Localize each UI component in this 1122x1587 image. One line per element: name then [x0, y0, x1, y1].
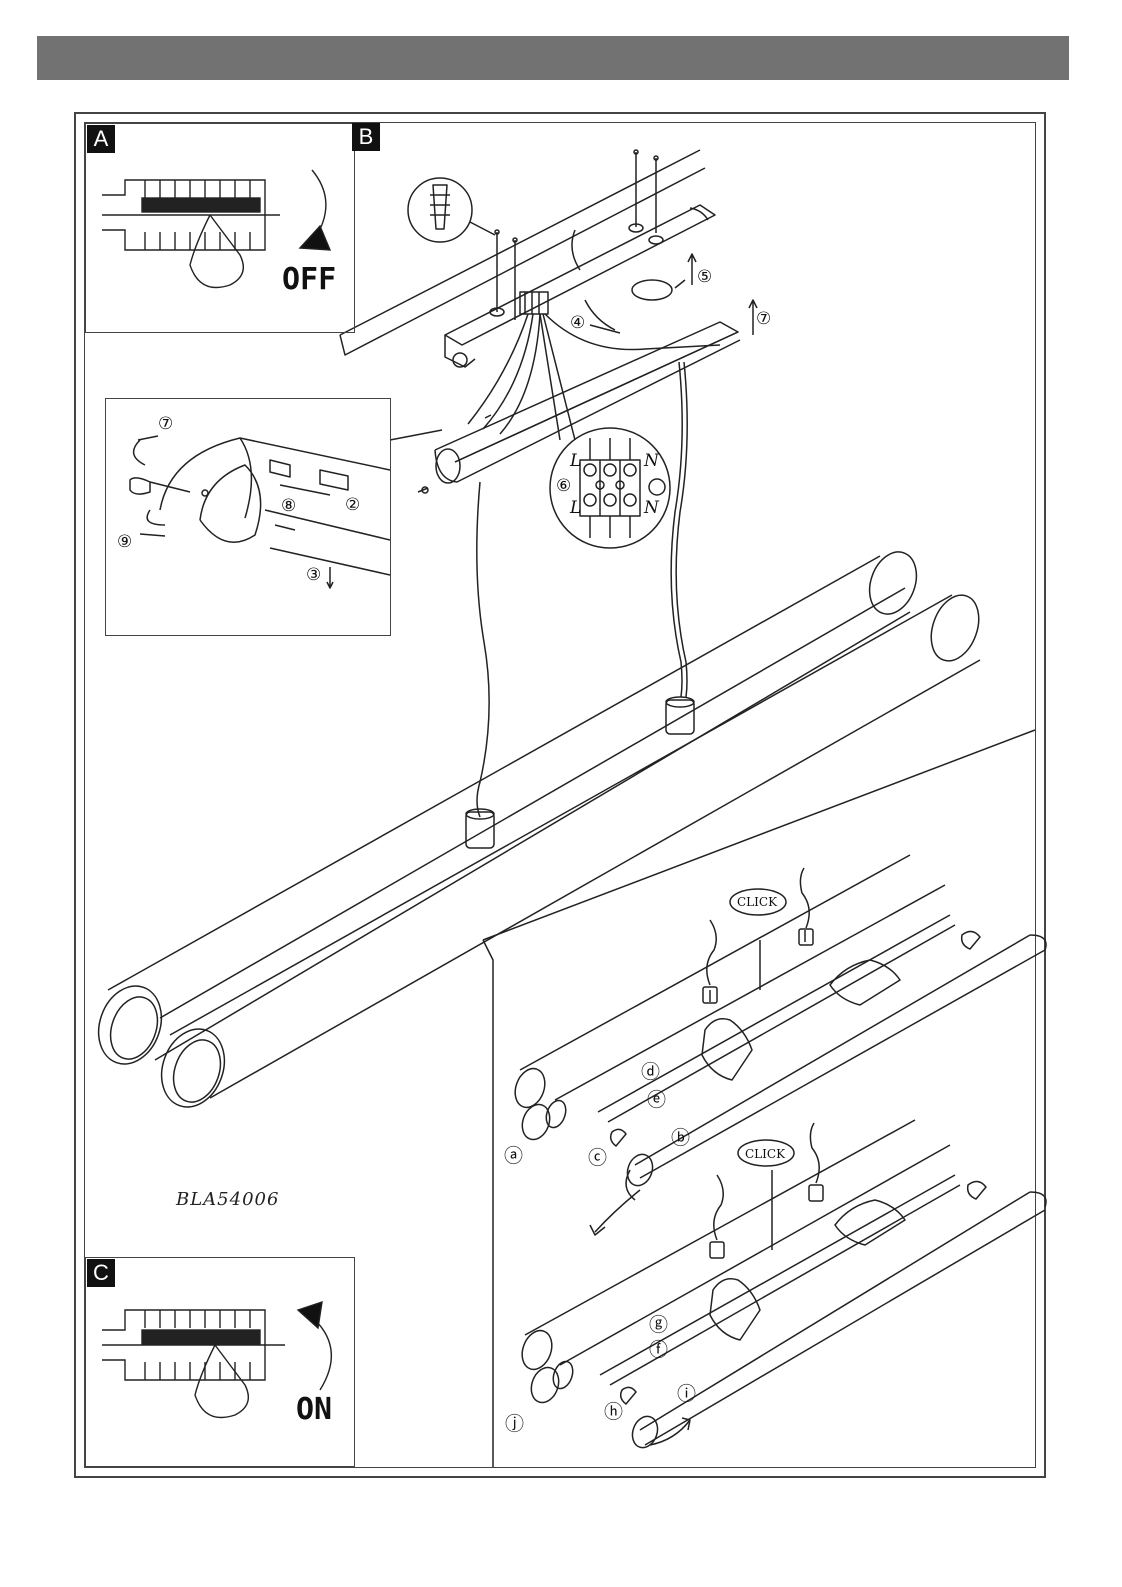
- step-3-label: ③: [306, 565, 321, 585]
- click-label-lower: CLICK: [745, 1147, 785, 1161]
- terminal-l-bottom: L: [570, 498, 581, 518]
- step-8-label: ⑧: [281, 496, 296, 516]
- step-e-label: ⓔ: [647, 1085, 666, 1112]
- step-b-label: ⓑ: [671, 1123, 690, 1150]
- terminal-n-bottom: N: [644, 498, 659, 518]
- panel-a-switch-off: [85, 123, 355, 333]
- ceiling-drawing: [340, 150, 705, 355]
- panel-b-tag: B: [352, 123, 380, 151]
- click-label-upper: CLICK: [737, 895, 777, 909]
- cable-grip-right: [666, 697, 694, 734]
- end-cap-detail-panel: [105, 398, 391, 636]
- step-c-label: ⓒ: [588, 1143, 607, 1170]
- end-cap-screw: [418, 487, 428, 493]
- tube-replacement-upper: [510, 855, 1046, 1235]
- switch-on-label: ON: [296, 1392, 332, 1427]
- step-6-label: ⑥: [556, 476, 571, 496]
- switch-off-label: OFF: [282, 262, 336, 297]
- suspension-cables: [477, 362, 687, 817]
- step-1-label: ⑦: [158, 414, 173, 434]
- step-9-label: ⑨: [117, 532, 132, 552]
- step-4-label: ④: [570, 313, 585, 333]
- step-i-label: ⓘ: [677, 1379, 696, 1406]
- inset-border-left: [483, 940, 493, 1467]
- panel-c-tag: C: [87, 1259, 115, 1287]
- step-7-label: ⑦: [756, 309, 771, 329]
- panel-a-tag: A: [87, 125, 115, 153]
- step-a-label: ⓐ: [504, 1141, 523, 1168]
- step-h-label: ⓗ: [604, 1397, 623, 1424]
- step-5-label: ⑤: [697, 267, 712, 287]
- model-number: BLA54006: [176, 1189, 279, 1210]
- step-d-label: ⓓ: [641, 1057, 660, 1084]
- step-2-label: ②: [345, 495, 360, 515]
- terminal-n-top: N: [644, 451, 659, 471]
- wall-plug-callout: [408, 178, 495, 242]
- detail-leader: [390, 430, 442, 440]
- step-f-label: ⓕ: [649, 1335, 668, 1362]
- step-g-label: ⓖ: [649, 1310, 668, 1337]
- step-j-label: ⓙ: [505, 1409, 524, 1436]
- terminal-l-top: L: [570, 451, 581, 471]
- panel-c-switch-on: [85, 1257, 355, 1467]
